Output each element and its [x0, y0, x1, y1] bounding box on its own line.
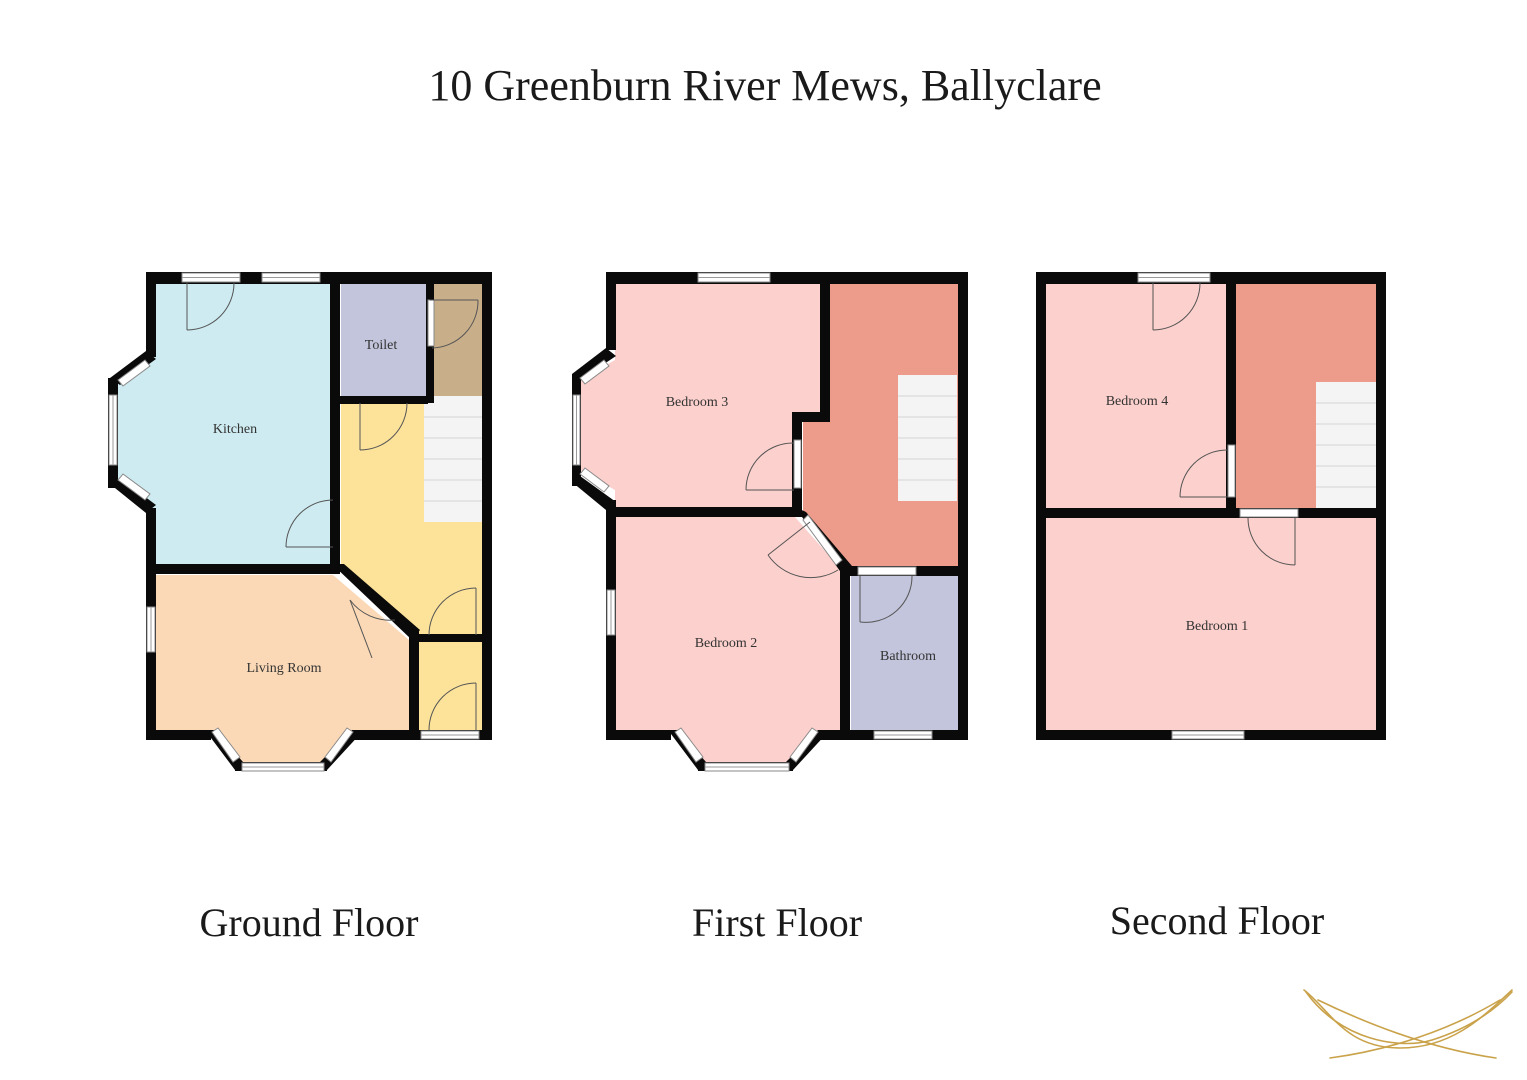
- second-floor-plan: Bedroom 4 Bedroom 1: [1036, 272, 1386, 740]
- bedroom-1-label: Bedroom 1: [1186, 619, 1249, 634]
- living-room-label: Living Room: [246, 661, 321, 676]
- bedroom-2-room: [615, 517, 840, 763]
- bedroom-2-label: Bedroom 2: [695, 636, 758, 651]
- bedroom-3-label: Bedroom 3: [666, 395, 729, 410]
- second-windows: [1137, 272, 1299, 740]
- toilet-label: Toilet: [365, 338, 398, 353]
- bedroom-3-room: [580, 283, 820, 507]
- ground-stairs: [424, 396, 482, 522]
- first-doors: [745, 442, 913, 623]
- ground-floor-plan: Kitchen Toilet Living Room: [108, 272, 492, 772]
- second-stairs: [1316, 382, 1376, 508]
- agency-logo-icon: [1303, 989, 1513, 1059]
- ground-floor-label: Ground Floor: [200, 900, 419, 945]
- bedroom-1-room: [1046, 518, 1376, 730]
- first-floor-label: First Floor: [692, 900, 862, 945]
- ground-doors: [186, 282, 479, 731]
- page-title: 10 Greenburn River Mews, Ballyclare: [428, 61, 1101, 110]
- bathroom-label: Bathroom: [880, 649, 936, 664]
- second-floor-label: Second Floor: [1110, 898, 1324, 943]
- toilet-room: [341, 283, 427, 396]
- living-room: [155, 575, 409, 763]
- kitchen-room: [118, 283, 333, 567]
- kitchen-label: Kitchen: [213, 422, 257, 437]
- first-windows: [572, 272, 933, 772]
- bedroom-4-room: [1046, 283, 1226, 508]
- ground-windows: [108, 272, 480, 772]
- second-doors: [1152, 282, 1296, 566]
- first-floor-plan: Bedroom 3 Bedroom 2 Bathroom: [572, 272, 968, 772]
- bedroom-4-label: Bedroom 4: [1106, 394, 1169, 409]
- hall-store: [419, 642, 483, 730]
- first-stairs: [898, 375, 957, 501]
